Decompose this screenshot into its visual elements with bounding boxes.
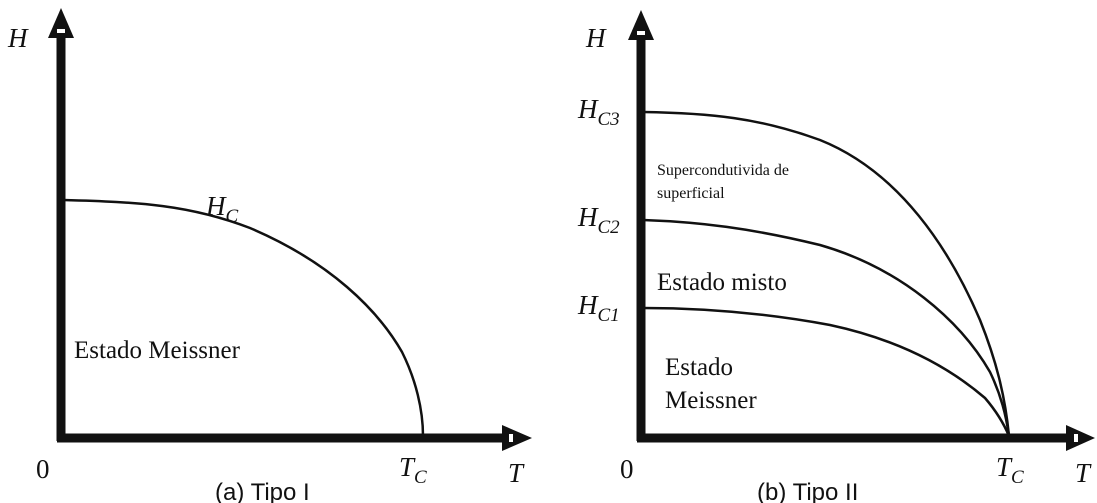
panel-a-caption: (a) Tipo I bbox=[215, 479, 310, 503]
panel-b-hc1-label: HC1 bbox=[577, 290, 620, 326]
panel-b-hc2-curve bbox=[642, 218, 1011, 437]
panel-a-meissner-region-label: Estado Meissner bbox=[74, 337, 241, 364]
panel-b-caption: (b) Tipo II bbox=[757, 479, 858, 503]
panel-b-surface-region-line1: Supercondutivida de bbox=[657, 162, 789, 179]
panel-b-hc2-label: HC2 bbox=[577, 202, 620, 238]
panel-b-x-axis-arrowhead bbox=[1066, 425, 1095, 451]
panel-a-y-axis-arrowhead bbox=[48, 8, 74, 38]
panel-b-hc3-label: HC3 bbox=[577, 94, 620, 130]
panel-a-hc-label: HC bbox=[205, 191, 239, 227]
panel-b-type-2: H 0 TC T HC3 HC2 HC1 Supercondutivida de… bbox=[577, 10, 1095, 503]
panel-b-origin-label: 0 bbox=[620, 454, 634, 484]
panel-a-tc-label: TC bbox=[399, 452, 427, 488]
panel-b-tc-label: TC bbox=[996, 452, 1024, 488]
panel-a-hc-curve bbox=[62, 198, 425, 437]
panel-b-surface-region-line2: superficial bbox=[657, 185, 725, 202]
panel-a-y-arrow-notch bbox=[57, 29, 65, 33]
panel-b-hc1-curve bbox=[642, 306, 1011, 437]
panel-b-meissner-region-line1: Estado bbox=[665, 354, 733, 381]
panel-a-type-1: H 0 TC T HC Estado Meissner (a) Tipo I bbox=[7, 8, 532, 503]
panel-b-hc3-curve bbox=[642, 110, 1011, 437]
panel-a-x-axis-label: T bbox=[508, 458, 525, 488]
panel-b-y-axis-label: H bbox=[585, 23, 607, 53]
panel-b-meissner-region-line2: Meissner bbox=[665, 387, 757, 414]
panel-b-y-arrow-notch bbox=[637, 31, 645, 35]
panel-b-mixed-region-label: Estado misto bbox=[657, 269, 787, 296]
panel-a-x-axis-arrowhead bbox=[502, 425, 532, 451]
panel-b-y-axis-arrowhead bbox=[628, 10, 654, 40]
panel-b-x-arrow-notch bbox=[1074, 434, 1078, 442]
panel-a-x-arrow-notch bbox=[509, 434, 513, 442]
panel-b-x-axis-label: T bbox=[1075, 458, 1092, 488]
panel-a-origin-label: 0 bbox=[36, 454, 50, 484]
panel-a-y-axis-label: H bbox=[7, 23, 29, 53]
